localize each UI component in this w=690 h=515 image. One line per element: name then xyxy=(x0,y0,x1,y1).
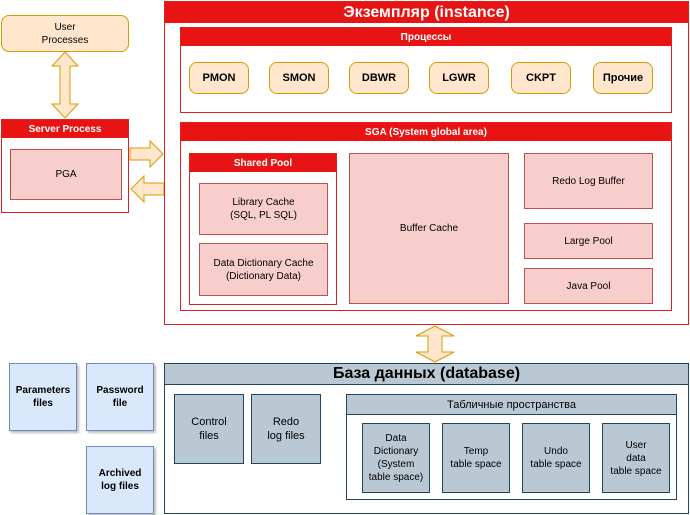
process-ckpt: CKPT xyxy=(511,62,571,94)
redo-log-files-box: Redo log files xyxy=(251,394,321,464)
password-file-box: Password file xyxy=(86,363,154,431)
process-dbwr: DBWR xyxy=(349,62,409,94)
java-pool-box: Java Pool xyxy=(524,268,653,304)
redo-log-buffer-box: Redo Log Buffer xyxy=(524,153,653,209)
user-processes-label: User Processes xyxy=(41,21,89,46)
tablespaces-frame: Табличные пространства Data Dictionary (… xyxy=(346,394,677,500)
server-process-frame: Server Process PGA xyxy=(1,119,129,213)
instance-frame: Экземпляр (instance) Процессы PMON SMON … xyxy=(164,1,689,325)
sga-frame: SGA (System global area) Shared Pool Lib… xyxy=(180,122,672,311)
instance-title: Экземпляр (instance) xyxy=(165,2,688,23)
process-other: Прочие xyxy=(593,62,653,94)
arrow-right-to-sga xyxy=(129,139,164,169)
process-smon: SMON xyxy=(269,62,329,94)
arrow-left-to-pga xyxy=(130,174,165,204)
pga-label: PGA xyxy=(55,169,77,180)
parameters-files-box: Parameters files xyxy=(9,363,77,431)
database-title: База данных (database) xyxy=(165,364,688,385)
tablespaces-title: Табличные пространства xyxy=(347,395,676,415)
tablespace-undo: Undo table space xyxy=(522,423,590,493)
data-dictionary-cache-box: Data Dictionary Cache (Dictionary Data) xyxy=(199,243,328,296)
large-pool-box: Large Pool xyxy=(524,223,653,259)
archived-log-files-box: Archived log files xyxy=(86,446,154,514)
tablespace-system: Data Dictionary (System table space) xyxy=(362,423,430,493)
user-processes-box: User Processes xyxy=(1,15,129,52)
process-lgwr: LGWR xyxy=(429,62,489,94)
tablespace-temp: Temp table space xyxy=(442,423,510,493)
database-frame: База данных (database) Control files Red… xyxy=(164,363,689,514)
processes-frame: Процессы PMON SMON DBWR LGWR CKPT Прочие xyxy=(180,27,672,113)
server-process-title: Server Process xyxy=(2,120,128,138)
buffer-cache-box: Buffer Cache xyxy=(349,153,509,304)
sga-title: SGA (System global area) xyxy=(181,123,671,141)
processes-title: Процессы xyxy=(181,28,671,46)
user-server-double-arrow xyxy=(50,51,80,119)
pga-box: PGA xyxy=(10,149,122,200)
process-pmon: PMON xyxy=(189,62,249,94)
library-cache-box: Library Cache (SQL, PL SQL) xyxy=(199,183,328,235)
shared-pool-title: Shared Pool xyxy=(190,154,336,172)
shared-pool-frame: Shared Pool Library Cache (SQL, PL SQL) … xyxy=(189,153,337,305)
instance-database-double-arrow xyxy=(415,325,455,363)
tablespace-user-data: User data table space xyxy=(602,423,670,493)
control-files-box: Control files xyxy=(174,394,244,464)
